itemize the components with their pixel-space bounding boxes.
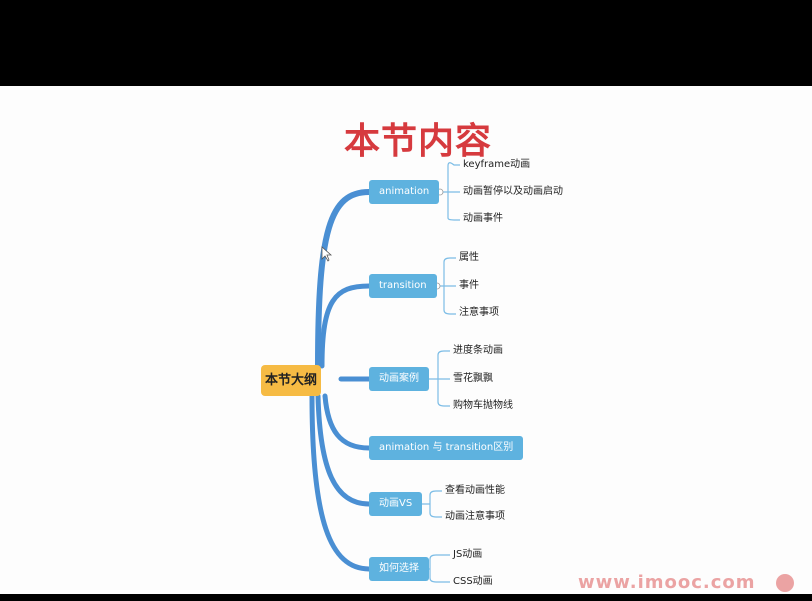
leaf-item[interactable]: 雪花飘飘: [453, 373, 493, 384]
leaf-item[interactable]: keyframe动画: [463, 159, 531, 170]
branch-transition[interactable]: transition: [369, 274, 437, 298]
branch-vs[interactable]: 动画VS: [369, 492, 423, 516]
mouse-cursor-icon: [321, 246, 333, 262]
leaf-item[interactable]: 事件: [459, 280, 479, 291]
root-node[interactable]: 本节大纲: [261, 365, 321, 396]
slide-title: 本节内容: [343, 121, 492, 162]
leaf-item[interactable]: 注意事项: [459, 307, 499, 318]
leaf-item[interactable]: CSS动画: [453, 576, 493, 587]
imooc-logo-icon: [776, 574, 794, 592]
leaf-item[interactable]: 动画注意事项: [445, 511, 505, 522]
leaf-item[interactable]: 购物车抛物线: [453, 400, 513, 411]
leaf-item[interactable]: 查看动画性能: [445, 485, 505, 496]
branch-cases[interactable]: 动画案例: [369, 367, 429, 391]
leaf-item[interactable]: 属性: [459, 252, 479, 263]
leaf-item[interactable]: 进度条动画: [453, 345, 503, 356]
connector-animation: [315, 189, 372, 369]
connector-vs: [315, 393, 372, 507]
watermark: www.imooc.com: [578, 572, 756, 593]
leaf-item[interactable]: 动画事件: [463, 213, 503, 224]
leaf-item[interactable]: 动画暂停以及动画启动: [463, 186, 563, 197]
branch-choose[interactable]: 如何选择: [369, 557, 429, 581]
connector-choose: [309, 393, 372, 572]
connector-transition: [319, 283, 372, 369]
connector-diff: [322, 393, 372, 451]
leaf-item[interactable]: JS动画: [453, 549, 483, 560]
branch-animation[interactable]: animation: [369, 180, 440, 204]
branch-difference[interactable]: animation 与 transition区别: [369, 436, 524, 460]
